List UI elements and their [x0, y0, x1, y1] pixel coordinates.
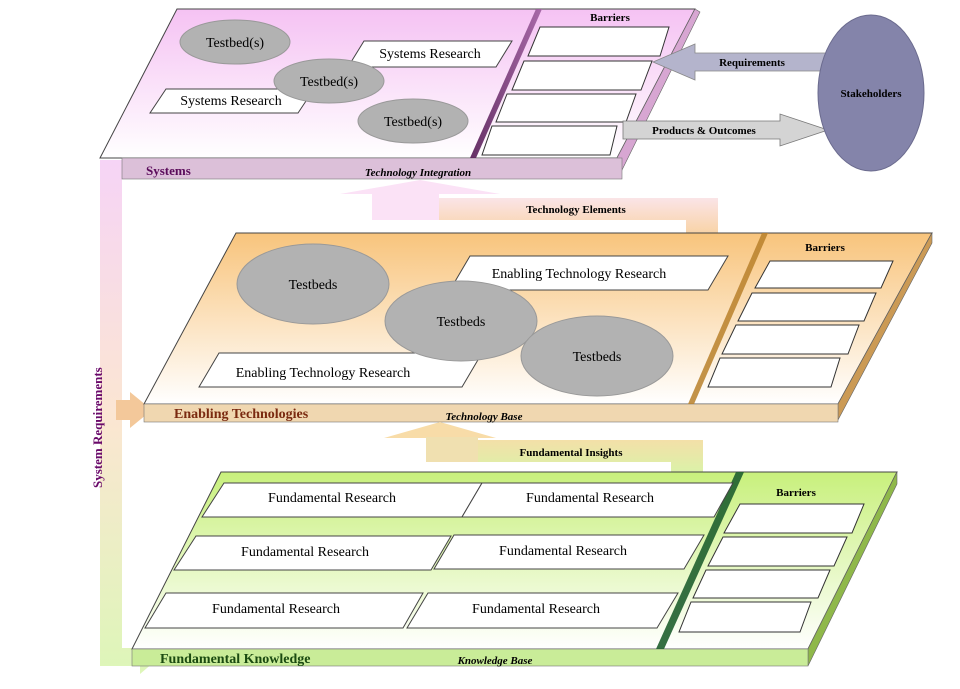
- stakeholders-ellipse: [817, 14, 925, 172]
- fundamental-research-label: Fundamental Research: [212, 602, 340, 617]
- testbed-label: Testbed(s): [300, 75, 358, 90]
- products-outcomes-arrow: [622, 113, 830, 147]
- fundamental-research-label: Fundamental Research: [499, 544, 627, 559]
- systems-research-box: [149, 88, 315, 114]
- fundamental-research-label: Fundamental Research: [268, 491, 396, 506]
- systems-barriers-label: Barriers: [590, 12, 630, 24]
- testbed-ellipse: [179, 19, 291, 65]
- systems-base-label: Technology Integration: [365, 167, 471, 179]
- testbed-ellipse: [236, 243, 390, 325]
- system-requirements-label: System Requirements: [90, 367, 105, 488]
- systems-research-label: Systems Research: [180, 94, 281, 109]
- fundamental-research-box: [173, 535, 452, 571]
- fundamental-research-label: Fundamental Research: [472, 602, 600, 617]
- testbed-label: Testbeds: [573, 350, 622, 365]
- barrier-box: [481, 125, 618, 156]
- barrier-box: [707, 536, 848, 567]
- barrier-box: [692, 569, 831, 599]
- enabling-research-box: [449, 255, 729, 291]
- testbed-label: Testbed(s): [206, 36, 264, 51]
- requirements-label: Requirements: [719, 57, 786, 69]
- fundamental-research-box: [433, 534, 705, 570]
- fundamental-research-box: [144, 592, 424, 629]
- barrier-box: [511, 60, 653, 91]
- requirements-arrow: [651, 43, 836, 81]
- fundamental-research-box: [461, 482, 734, 518]
- enabling-research-box: [198, 352, 483, 388]
- systems-research-label: Systems Research: [379, 47, 480, 62]
- barrier-box: [495, 93, 637, 123]
- testbed-ellipse: [520, 315, 674, 397]
- fundamental-research-label: Fundamental Research: [241, 545, 369, 560]
- testbed-label: Testbeds: [289, 278, 338, 293]
- system-requirements-arrow: [100, 160, 160, 674]
- testbed-label: Testbeds: [437, 315, 486, 330]
- enabling-layer-title: Enabling Technologies: [174, 407, 309, 422]
- enabling-research-label: Enabling Technology Research: [236, 366, 411, 381]
- barrier-box: [527, 26, 670, 57]
- barrier-box: [678, 601, 812, 633]
- barrier-box: [723, 503, 865, 534]
- stakeholders-label: Stakeholders: [840, 88, 902, 100]
- testbed-ellipse: [384, 280, 538, 362]
- testbed-label: Testbed(s): [384, 115, 442, 130]
- barrier-box: [754, 260, 894, 289]
- fundamental-layer-title: Fundamental Knowledge: [160, 652, 311, 667]
- testbed-ellipse: [357, 98, 469, 144]
- fundamental-barriers-label: Barriers: [776, 487, 816, 499]
- barrier-box: [721, 324, 860, 355]
- fundamental-research-box: [406, 592, 679, 629]
- systems-layer-title: Systems: [146, 163, 191, 178]
- enabling-research-label: Enabling Technology Research: [492, 267, 667, 282]
- products-outcomes-label: Products & Outcomes: [652, 125, 756, 137]
- fundamental-base-label: Knowledge Base: [457, 655, 533, 667]
- technology-elements-label: Technology Elements: [526, 204, 626, 216]
- enabling-barriers-label: Barriers: [805, 242, 845, 254]
- fundamental-insights-label: Fundamental Insights: [519, 447, 623, 459]
- fundamental-research-label: Fundamental Research: [526, 491, 654, 506]
- barrier-box: [737, 292, 877, 322]
- technology-elements-arrow: [340, 180, 718, 240]
- fundamental-insights-arrow: [384, 422, 703, 476]
- barrier-box: [707, 357, 841, 388]
- enabling-base-label: Technology Base: [446, 411, 523, 423]
- testbed-ellipse: [273, 58, 385, 104]
- systems-research-box: [347, 40, 513, 68]
